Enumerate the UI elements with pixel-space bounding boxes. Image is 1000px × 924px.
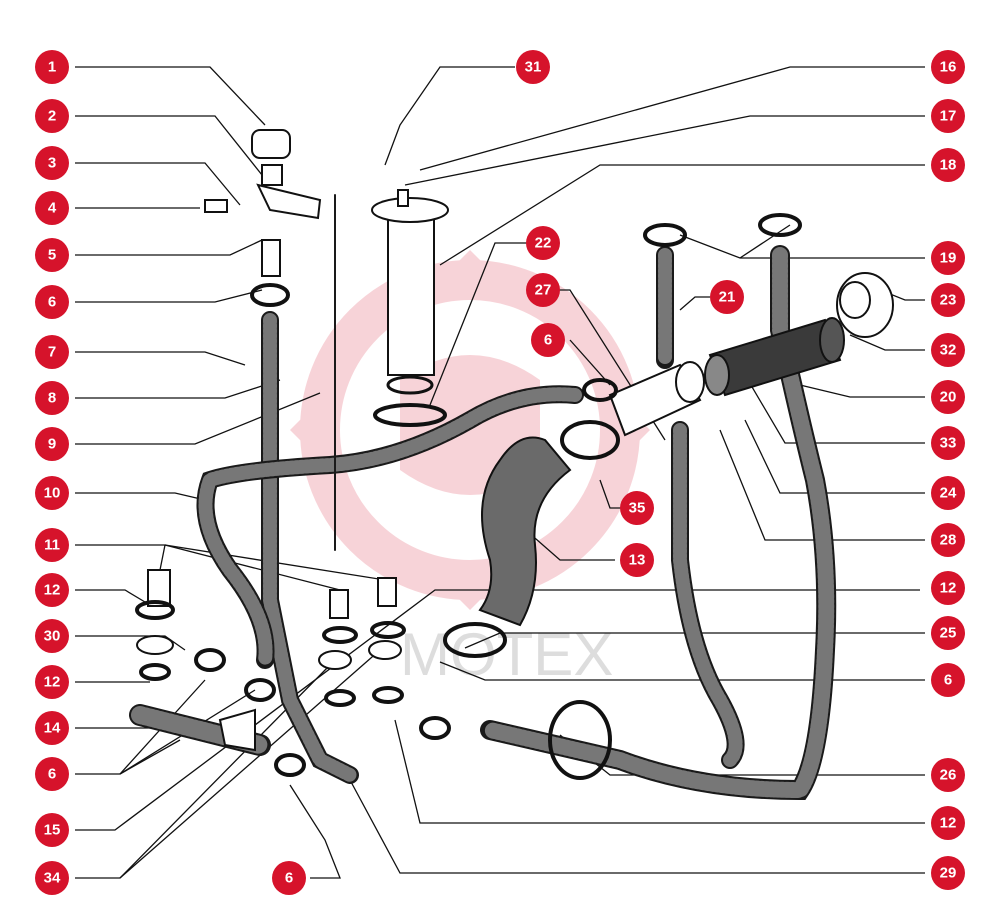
svg-text:35: 35 [629, 500, 646, 517]
callout-badge: 6 [272, 861, 306, 895]
callout-badge: 29 [931, 856, 965, 890]
leader-lines [75, 66, 925, 879]
callout-badge: 9 [35, 427, 69, 461]
callout-badge: 20 [931, 380, 965, 414]
callout-badge: 4 [35, 191, 69, 225]
svg-text:12: 12 [44, 582, 61, 599]
svg-text:22: 22 [535, 235, 552, 252]
callout-badge: 30 [35, 619, 69, 653]
callout-badge: 23 [931, 283, 965, 317]
watermark-text: MOTEX [400, 621, 613, 688]
callout-badge: 12 [931, 571, 965, 605]
svg-text:5: 5 [48, 247, 56, 264]
callout-badge: 31 [516, 50, 550, 84]
callout-badge: 7 [35, 335, 69, 369]
svg-text:10: 10 [44, 485, 61, 502]
hose-clamps [194, 213, 802, 780]
svg-text:12: 12 [940, 815, 957, 832]
svg-text:6: 6 [48, 766, 56, 783]
svg-text:24: 24 [940, 485, 957, 502]
callout-badge: 1 [35, 50, 69, 84]
svg-text:16: 16 [940, 59, 957, 76]
svg-text:13: 13 [629, 552, 646, 569]
svg-text:28: 28 [940, 532, 957, 549]
hoses [129, 194, 837, 801]
svg-text:12: 12 [44, 674, 61, 691]
callout-badge: 12 [931, 806, 965, 840]
callout-badge: 12 [35, 665, 69, 699]
callout-badge: 15 [35, 813, 69, 847]
callout-badge: 5 [35, 238, 69, 272]
svg-text:11: 11 [44, 537, 60, 554]
fuel-strainer [704, 317, 845, 397]
svg-text:34: 34 [44, 870, 61, 887]
callout-badge: 21 [710, 280, 744, 314]
callout-badge: 6 [531, 323, 565, 357]
svg-text:29: 29 [940, 865, 957, 882]
svg-text:1: 1 [48, 59, 56, 76]
callout-badge: 24 [931, 476, 965, 510]
svg-text:26: 26 [940, 767, 957, 784]
svg-text:21: 21 [719, 289, 736, 306]
svg-text:6: 6 [48, 294, 56, 311]
fuel-sender-unit [371, 189, 449, 427]
callout-badge: 25 [931, 616, 965, 650]
callout-badge: 28 [931, 523, 965, 557]
callout-badge: 33 [931, 426, 965, 460]
callout-badge: 12 [35, 573, 69, 607]
callout-badge: 27 [526, 273, 560, 307]
callout-badge: 34 [35, 861, 69, 895]
svg-text:20: 20 [940, 389, 957, 406]
callout-badge: 32 [931, 333, 965, 367]
svg-text:17: 17 [940, 108, 957, 125]
callout-badge: 6 [931, 663, 965, 697]
svg-text:4: 4 [48, 200, 57, 217]
svg-text:31: 31 [525, 59, 542, 76]
svg-text:18: 18 [940, 157, 957, 174]
svg-text:25: 25 [940, 625, 957, 642]
callout-badge: 22 [526, 226, 560, 260]
callout-badge: 17 [931, 99, 965, 133]
callout-badge: 6 [35, 757, 69, 791]
top-bracket-parts [204, 129, 322, 277]
callout-badge: 11 [35, 528, 69, 562]
callout-badge: 35 [620, 491, 654, 525]
callout-badge: 8 [35, 381, 69, 415]
callout-badge: 19 [931, 241, 965, 275]
svg-text:6: 6 [944, 672, 952, 689]
callout-badge: 13 [620, 543, 654, 577]
callout-badge: 6 [35, 285, 69, 319]
banjo-fittings [135, 569, 406, 752]
svg-text:33: 33 [940, 435, 957, 452]
svg-text:6: 6 [544, 332, 552, 349]
callout-badge: 16 [931, 50, 965, 84]
svg-text:2: 2 [48, 108, 56, 125]
callout-badge: 2 [35, 99, 69, 133]
filler-pipe [608, 361, 705, 437]
svg-text:3: 3 [48, 155, 56, 172]
callout-badge: 3 [35, 146, 69, 180]
svg-text:8: 8 [48, 390, 56, 407]
svg-text:14: 14 [44, 720, 61, 737]
svg-text:9: 9 [48, 436, 56, 453]
svg-text:32: 32 [940, 342, 957, 359]
svg-text:27: 27 [535, 282, 552, 299]
svg-text:23: 23 [940, 292, 957, 309]
callout-badge: 14 [35, 711, 69, 745]
svg-text:7: 7 [48, 344, 56, 361]
svg-text:30: 30 [44, 628, 61, 645]
svg-text:15: 15 [44, 822, 61, 839]
callout-badge: 26 [931, 758, 965, 792]
callout-badge: 18 [931, 148, 965, 182]
filler-cap [836, 272, 894, 338]
svg-text:19: 19 [940, 250, 957, 267]
svg-text:12: 12 [940, 580, 957, 597]
callout-badge: 10 [35, 476, 69, 510]
svg-text:6: 6 [285, 870, 293, 887]
callouts: 1 2 3 4 5 6 7 8 9 10 11 12 30 12 14 6 15… [35, 50, 965, 895]
filler-neck-rubber-hose [478, 436, 572, 627]
